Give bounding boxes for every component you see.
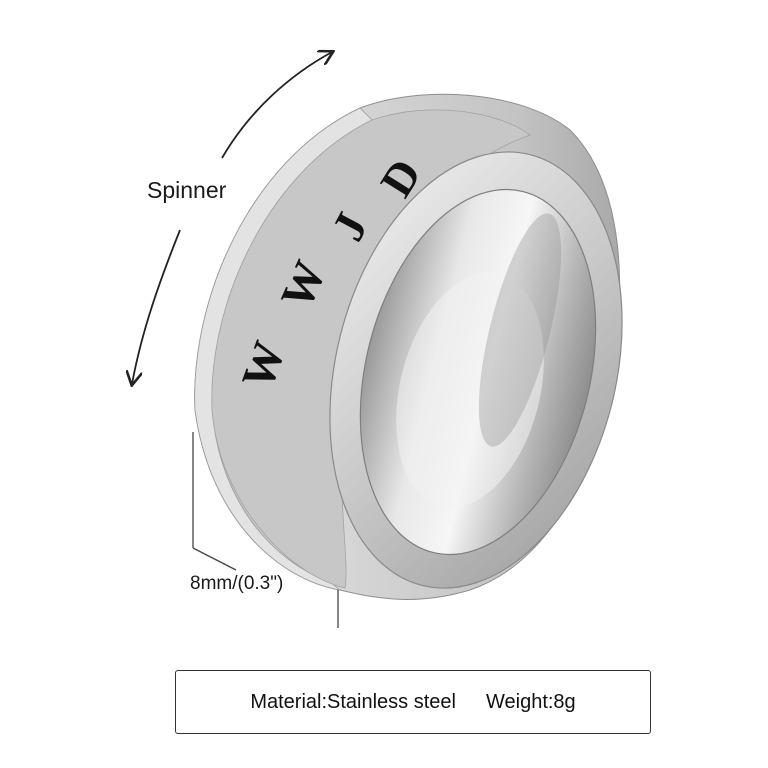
material-spec: Material:Stainless steel [250,690,456,713]
ring [194,93,623,600]
spinner-arrow-down [132,229,181,384]
width-dimension [192,432,339,628]
inner-highlight [396,272,544,508]
width-label: 8mm/(0.3") [190,573,284,594]
spec-box: Material:Stainless steel Weight:8g [175,670,651,734]
spinner-arrow-up [221,52,332,159]
spinner-label: Spinner [147,177,227,203]
inner-shadow [478,213,562,447]
weight-spec: Weight:8g [485,690,576,713]
